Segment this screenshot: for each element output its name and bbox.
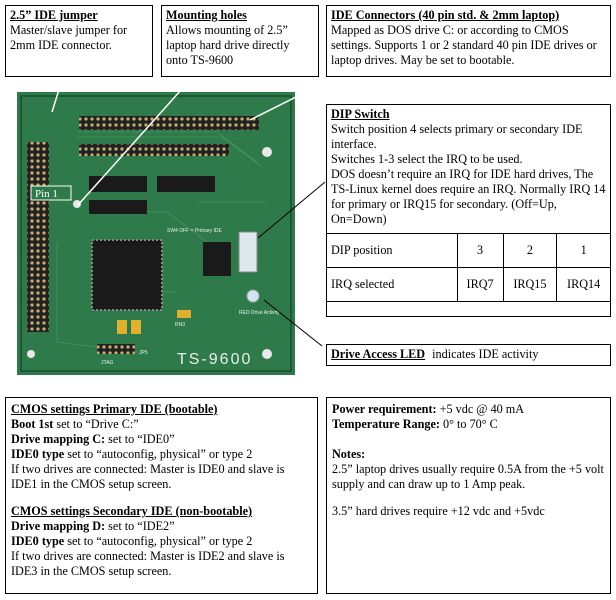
drive-led-title: Drive Access LED	[331, 347, 426, 361]
cmos-primary-map: Drive mapping C: set to “IDE0”	[11, 432, 312, 447]
silk-jtag: JTAG	[101, 360, 114, 366]
dip-chip	[203, 242, 231, 276]
irq-7: IRQ7	[456, 267, 504, 302]
ide-jumper-body: Master/slave jumper for 2mm IDE connecto…	[10, 23, 128, 52]
silk-model: TS-9600	[177, 351, 252, 368]
temp-value: 0° to 70° C	[443, 417, 498, 431]
callout-ide-connectors: IDE Connectors (40 pin std. & 2mm laptop…	[326, 5, 611, 77]
dip-position-header: DIP position	[326, 233, 458, 268]
ide-40pin-header	[79, 116, 259, 130]
power-value: +5 vdc @ 40 mA	[439, 402, 525, 416]
temp-label: Temperature Range:	[332, 417, 440, 431]
power-label: Power requirement:	[332, 402, 437, 416]
dip-pos-3: 3	[456, 233, 504, 268]
cmos-primary-boot: Boot 1st set to “Drive C:”	[11, 417, 312, 432]
silk-jp: JP5	[139, 350, 148, 356]
cmos-secondary-type: IDE0 type set to “autoconfig, physical” …	[11, 534, 312, 549]
type-label: IDE0 type	[11, 447, 65, 461]
cmos-primary-heading: CMOS settings Primary IDE (bootable)	[11, 402, 218, 416]
mounting-hole	[262, 349, 272, 359]
temperature-range: Temperature Range: 0° to 70° C	[332, 417, 605, 432]
mounting-hole	[262, 147, 272, 157]
silk-rn: RN3	[175, 322, 185, 328]
dip-irq-table: DIP position 3 2 1 IRQ selected IRQ7 IRQ…	[326, 233, 611, 302]
table-row: IRQ selected IRQ7 IRQ15 IRQ14	[326, 267, 611, 302]
type-value: set to “autoconfig, physical” or type 2	[67, 447, 253, 461]
ic-chip	[89, 176, 147, 192]
dip-switch	[238, 231, 258, 273]
irq-15: IRQ15	[502, 267, 558, 302]
drive-led-body: indicates IDE activity	[432, 347, 539, 361]
irq-selected-header: IRQ selected	[326, 267, 458, 302]
cmos-settings-box: CMOS settings Primary IDE (bootable) Boo…	[5, 397, 318, 594]
power-notes-box: Power requirement: +5 vdc @ 40 mA Temper…	[326, 397, 611, 594]
boot-label: Boot 1st	[11, 417, 54, 431]
ic-chip	[89, 200, 147, 214]
note-laptop-drives: 2.5” laptop drives usually require 0.5A …	[332, 462, 604, 491]
drive-led	[246, 289, 260, 303]
dip-pos-2: 2	[502, 233, 558, 268]
ts9600-board-photo: TS-9600 SW4 OFF = Primary IDE RED Drive …	[17, 92, 295, 375]
ide-jumper-title: 2.5” IDE jumper	[10, 8, 98, 22]
boot-value: set to “Drive C:”	[56, 417, 139, 431]
map-c-label: Drive mapping C:	[11, 432, 106, 446]
mounting-hole	[73, 200, 81, 208]
dip-line2: Switches 1-3 select the IRQ to be used.	[331, 152, 523, 166]
cmos-primary-type: IDE0 type set to “autoconfig, physical” …	[11, 447, 312, 462]
map-d-label: Drive mapping D:	[11, 519, 106, 533]
ic-chip	[157, 176, 215, 192]
callout-drive-led: Drive Access LED indicates IDE activity	[326, 344, 611, 366]
mounting-hole	[27, 350, 35, 358]
callout-mounting-holes: Mounting holes Allows mounting of 2.5” l…	[161, 5, 319, 77]
mounting-holes-body: Allows mounting of 2.5” laptop hard driv…	[166, 23, 290, 67]
dip-line3: DOS doesn’t require an IRQ for IDE hard …	[331, 167, 606, 226]
irq-14: IRQ14	[556, 267, 611, 302]
dip-pos-1: 1	[556, 233, 611, 268]
table-row: DIP position 3 2 1	[326, 233, 611, 268]
note-35-drives: 3.5” hard drives require +12 vdc and +5v…	[332, 504, 545, 518]
callout-dip-switch: DIP Switch Switch position 4 selects pri…	[326, 104, 611, 317]
dip-switch-title: DIP Switch	[331, 107, 390, 121]
ide-connectors-body: Mapped as DOS drive C: or according to C…	[331, 23, 597, 67]
plcc-chip	[91, 239, 163, 311]
dip-line1: Switch position 4 selects primary or sec…	[331, 122, 583, 151]
callout-ide-jumper: 2.5” IDE jumper Master/slave jumper for …	[5, 5, 153, 77]
pc104-header	[27, 142, 49, 332]
power-requirement: Power requirement: +5 vdc @ 40 mA	[332, 402, 605, 417]
ide-connectors-title: IDE Connectors (40 pin std. & 2mm laptop…	[331, 8, 560, 22]
silk-dip: SW4 OFF = Primary IDE	[167, 228, 223, 234]
cmos-secondary-note: If two drives are connected: Master is I…	[11, 549, 285, 578]
mounting-holes-title: Mounting holes	[166, 8, 247, 22]
cmos-primary-note: If two drives are connected: Master is I…	[11, 462, 285, 491]
type-label-2: IDE0 type	[11, 534, 65, 548]
notes-label: Notes:	[332, 447, 366, 461]
ide-2mm-header	[79, 144, 229, 156]
silk-led: RED Drive Activity	[239, 310, 280, 316]
cmos-secondary-heading: CMOS settings Secondary IDE (non-bootabl…	[11, 504, 253, 518]
jtag-header	[97, 344, 135, 354]
pin1-label: Pin 1	[35, 188, 58, 200]
cmos-secondary-map: Drive mapping D: set to “IDE2”	[11, 519, 312, 534]
type-value-2: set to “autoconfig, physical” or type 2	[67, 534, 253, 548]
map-d-value: set to “IDE2”	[108, 519, 175, 533]
map-c-value: set to “IDE0”	[108, 432, 175, 446]
